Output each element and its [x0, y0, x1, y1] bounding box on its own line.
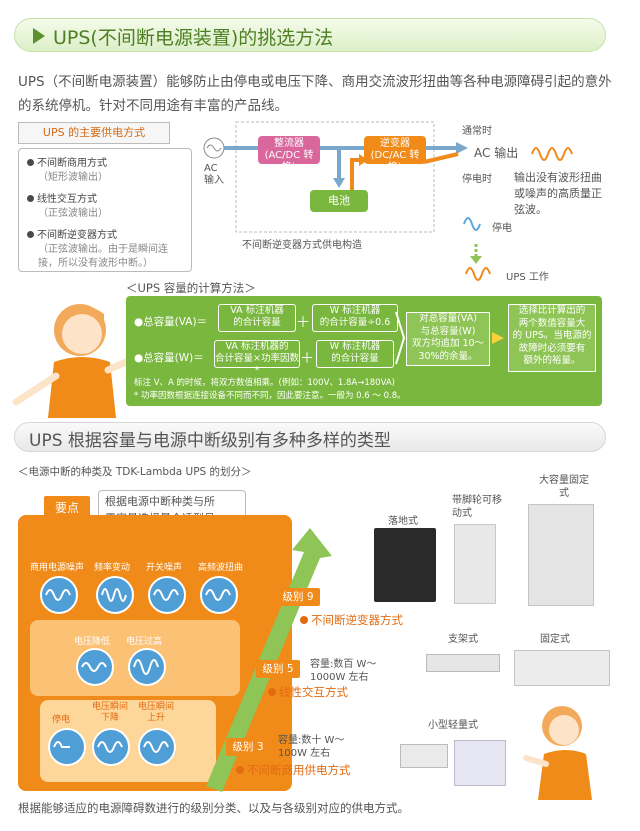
w-formula-label: ●总容量(W)＝	[134, 352, 204, 364]
sine-wave-icon	[531, 147, 573, 161]
level-3-mode: 不间断商用供电方式	[236, 762, 351, 778]
level-9-badge: 级别 9	[276, 588, 320, 606]
plus-sign: ＋	[300, 351, 314, 367]
battery-block: 电池	[310, 190, 368, 212]
woman-illustration-top	[12, 304, 132, 418]
page-title: UPS(不间断电源装置)的挑选方法	[53, 27, 334, 49]
disturbance-label: 商用电源噪声	[30, 563, 85, 573]
floor-ups-image	[374, 528, 436, 602]
tower-ups-image	[454, 524, 496, 604]
outage-wave-icon	[463, 217, 481, 231]
face-icon	[549, 715, 579, 745]
power-out-label: 停电	[492, 223, 512, 234]
disturbance-label: 电压瞬间下降	[91, 702, 128, 723]
disturbance-label: 频率变动	[94, 563, 131, 573]
list-item: 不间断逆变器方式（正弦波输出。由于是瞬间连接，所以没有波形中断。）	[27, 229, 187, 271]
list-item: 线性交互方式（正弦波输出）	[27, 193, 108, 221]
disturbance-label: 高频波扭曲	[198, 563, 244, 573]
wave-glyphs	[45, 588, 231, 753]
list-item: 不间断商用方式（矩形波输出）	[27, 157, 108, 185]
w-term-b: W 标注机器的合计容量	[316, 340, 394, 368]
noise-wave-icon	[40, 576, 78, 614]
diagram-caption: 不间断逆变器方式供电构造	[242, 240, 362, 251]
small-ups-image	[454, 740, 506, 786]
large-fixed-type-label: 大容量固定式	[539, 475, 589, 499]
diagram-dashed-frame	[235, 121, 435, 233]
floor-type-label: 落地式	[388, 516, 418, 527]
level-3-badge: 级别 3	[226, 738, 270, 756]
transition-arrow-icon	[470, 256, 482, 264]
margin-box: 对总容量(VA)与总容量(W)双方均追加 10～30%的余量。	[406, 312, 490, 366]
outage-time-label: 停电时	[462, 174, 492, 185]
compact-ups-image	[400, 744, 448, 768]
footer-caption: 根据能够适应的电源障碍数进行的级别分类、以及与各级别对应的供电方式。	[18, 801, 409, 815]
level-5-capacity: 容量:数百 W～1000W 左右	[310, 659, 377, 683]
section-header-types: UPS 根据容量与电源中断级别有多种多样的类型	[14, 422, 606, 452]
ups-work-label: UPS 工作	[506, 272, 549, 283]
calc-title: ＜UPS 容量的计算方法＞	[126, 281, 256, 295]
ac-wave-icon	[206, 144, 222, 152]
dress-icon	[538, 750, 592, 800]
right-arrow-icon	[359, 154, 368, 166]
choose-box: 选择比计算出的两个数值容量大的 UPS。当电源的故障时必须要有额外的裕量。	[508, 304, 596, 372]
calc-note-1: 标注 V、A 的时候，将双方数值相乘。(例如：100V、1.8A→180VA)	[134, 378, 395, 388]
level-5-mode: 线性交互方式	[268, 684, 348, 700]
inverter-block: 逆变器(DC/AC 转换)	[364, 136, 426, 173]
level-3-capacity: 容量:数十 W～100W 左右	[278, 735, 345, 759]
outage-line	[423, 152, 459, 164]
calc-note-2: * 功率因数根据连接设备不同而不同，因此要注意。一般为 0.6 ～ 0.8。	[134, 391, 406, 401]
fixed-ups-image	[514, 650, 610, 686]
disturbance-label: 电压瞬间上升	[137, 702, 174, 723]
va-formula-label: ●总容量(VA)＝	[134, 316, 208, 328]
bracket-icon	[395, 311, 406, 365]
dress-icon	[48, 357, 116, 418]
woman-illustration-bottom	[523, 706, 592, 800]
level-9-mode: 不间断逆变器方式	[300, 612, 403, 628]
calc-panel: ●总容量(VA)＝ VA 标注机器的合计容量 ＋ W 标注机器的合计容量÷0.6…	[126, 296, 602, 406]
level-5-badge: 级别 5	[256, 660, 300, 678]
va-term-b: W 标注机器的合计容量÷0.6	[312, 304, 398, 332]
ups-diagram	[203, 121, 573, 281]
arm-icon	[523, 755, 549, 767]
play-triangle-icon	[33, 28, 45, 44]
disturbance-label: 电压降低	[74, 637, 111, 647]
disturbance-label: 电压过高	[126, 637, 163, 647]
supply-methods-title: UPS 的主要供电方式	[18, 122, 170, 144]
rectifier-block: 整流器(AC/DC 转换)	[258, 136, 320, 173]
section-title: UPS 根据容量与电源中断级别有多种多样的类型	[29, 431, 391, 451]
cabinet-ups-image	[528, 504, 594, 606]
output-description: 输出没有波形扭曲或噪声的高质量正弦波。	[514, 171, 602, 216]
va-term-a: VA 标注机器的合计容量	[218, 304, 296, 332]
compact-type-label: 小型轻量式	[428, 720, 478, 731]
ups-wave-icon	[465, 267, 491, 281]
supply-methods-list: 不间断商用方式（矩形波输出） 线性交互方式（正弦波输出） 不间断逆变器方式（正弦…	[18, 148, 192, 272]
plus-sign: ＋	[296, 315, 310, 331]
arrow-right-icon	[492, 332, 504, 344]
disturbance-label: 开关噪声	[146, 563, 183, 573]
ac-output-label: AC 输出	[474, 146, 519, 160]
intro-text: UPS（不间断电源装置）能够防止由停电或电压下降、商用交流波形扭曲等各种电源障碍…	[18, 74, 612, 114]
face-icon	[62, 314, 102, 354]
fixed-type-label: 固定式	[540, 634, 570, 645]
types-subtitle: ＜电源中断的种类及 TDK-Lambda UPS 的划分＞	[18, 466, 252, 478]
casters-type-label: 带脚轮可移动式	[452, 495, 502, 519]
w-term-a: VA 标注机器的合计容量×功率因数*	[214, 340, 300, 376]
rack-type-label: 支架式	[448, 634, 478, 645]
surge-wave-icon	[138, 728, 176, 766]
section-header-selection: UPS(不间断电源装置)的挑选方法	[14, 18, 606, 52]
normal-time-label: 通常时	[462, 126, 492, 137]
output-arrow-icon	[456, 142, 468, 154]
rack-ups-image	[426, 654, 500, 672]
disturbance-label: 停电	[52, 715, 71, 725]
down-arrow-icon	[333, 178, 345, 188]
